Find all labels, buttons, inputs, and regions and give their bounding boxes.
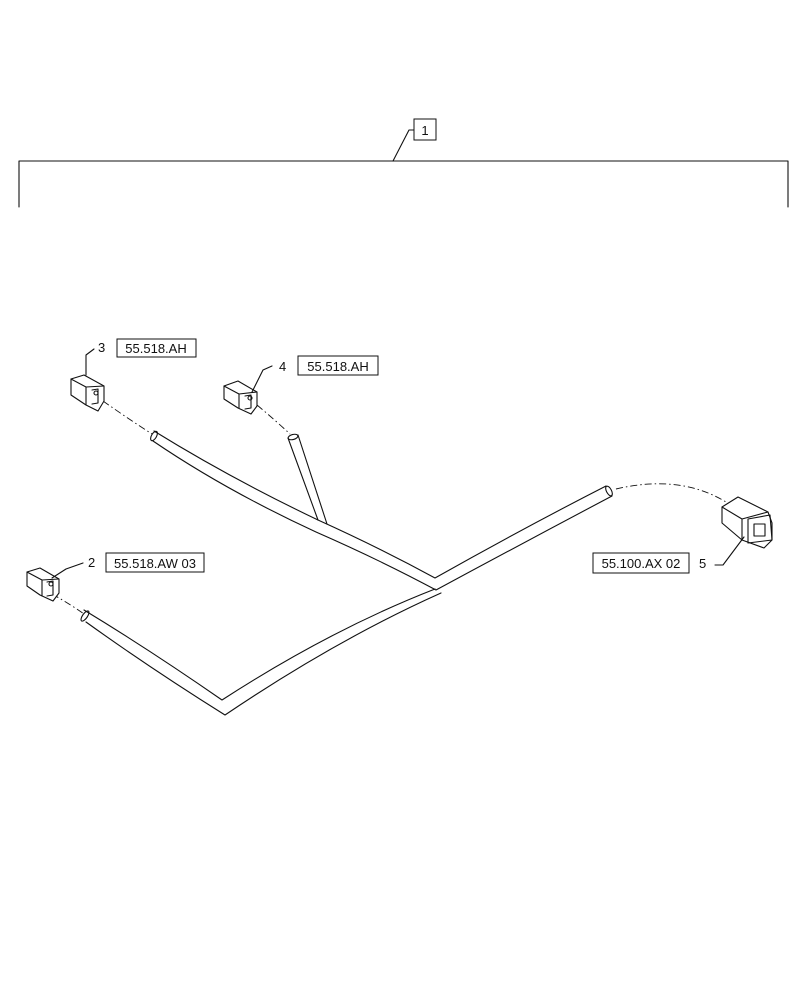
harness-lower-tube xyxy=(80,588,442,716)
connector-3 xyxy=(70,374,105,412)
assembly-bracket xyxy=(18,129,789,208)
harness-main-tube xyxy=(150,430,613,591)
leader-4 xyxy=(251,365,273,393)
callout-5-number: 5 xyxy=(699,556,706,571)
connector-2 xyxy=(26,567,60,602)
harness-branch-tube xyxy=(287,433,328,525)
callout-1-number: 1 xyxy=(421,123,428,138)
reference-3-text: 55.518.AH xyxy=(125,341,186,356)
reference-box-4: 55.518.AH xyxy=(297,355,379,376)
connector-5 xyxy=(721,496,773,549)
leader-5 xyxy=(714,536,745,566)
callout-3-number: 3 xyxy=(98,340,105,355)
callout-4-number: 4 xyxy=(279,359,286,374)
reference-box-5: 55.100.AX 02 xyxy=(592,552,690,574)
reference-2-text: 55.518.AW 03 xyxy=(114,556,196,571)
callout-1: 1 xyxy=(413,118,437,141)
reference-box-3: 55.518.AH xyxy=(116,338,197,358)
reference-box-2: 55.518.AW 03 xyxy=(105,552,205,573)
callout-2-number: 2 xyxy=(88,555,95,570)
reference-5-text: 55.100.AX 02 xyxy=(602,556,681,571)
reference-4-text: 55.518.AH xyxy=(307,359,368,374)
connector-4 xyxy=(223,380,258,415)
leader-2 xyxy=(51,562,84,579)
leader-3 xyxy=(85,348,95,376)
